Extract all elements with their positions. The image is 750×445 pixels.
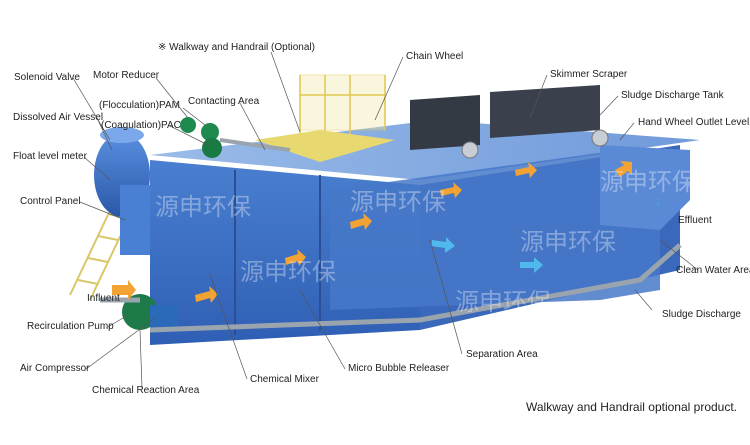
flow-arrow-icon bbox=[112, 280, 136, 300]
watermark-text: 源申环保 bbox=[350, 188, 446, 216]
watermark-text: 源申环保 bbox=[520, 228, 616, 256]
recirculation-pump-icon bbox=[122, 294, 158, 330]
chain-wheel-icon bbox=[591, 129, 609, 147]
flow-arrow-icon bbox=[440, 182, 462, 198]
label-effluent: Effluent bbox=[678, 215, 712, 226]
motor-reducer-icon bbox=[180, 117, 196, 133]
label-separation-area: Separation Area bbox=[466, 349, 538, 360]
chain-wheel-icon bbox=[461, 141, 479, 159]
label-skimmer-scraper: Skimmer Scraper bbox=[550, 69, 628, 80]
label-chemical-reaction-area: Chemical Reaction Area bbox=[92, 385, 200, 396]
skimmer-scraper bbox=[410, 95, 480, 150]
watermark-text: 源申环保 bbox=[240, 258, 336, 286]
label-walkway: ※ Walkway and Handrail (Optional) bbox=[158, 42, 315, 53]
label-sludge-discharge-tank: Sludge Discharge Tank bbox=[621, 90, 724, 101]
water-arrow-icon bbox=[431, 237, 455, 253]
pac-dosing-motor bbox=[202, 138, 222, 158]
label-hand-wheel-outlet-level: Hand Wheel Outlet Level bbox=[638, 117, 750, 128]
walkway-deck bbox=[255, 130, 395, 162]
label-float-level-meter: Float level meter bbox=[13, 151, 87, 162]
watermark-text: 源申环保 bbox=[455, 288, 551, 316]
label-sludge-discharge: Sludge Discharge bbox=[662, 309, 741, 320]
leader-lines bbox=[72, 51, 699, 389]
effluent-arrow-icon: ↓ bbox=[654, 198, 662, 209]
air-compressor bbox=[150, 305, 178, 327]
label-recirculation-pump: Recirculation Pump bbox=[27, 321, 114, 332]
walkway-handrail bbox=[299, 74, 386, 140]
label-coagulation-pac: (Coagulation)PAC bbox=[101, 120, 181, 131]
label-influent: Influent bbox=[87, 293, 120, 304]
label-contacting-area: Contacting Area bbox=[188, 96, 260, 107]
label-chemical-mixer: Chemical Mixer bbox=[250, 374, 319, 385]
label-chain-wheel: Chain Wheel bbox=[406, 51, 464, 62]
flow-arrow-icon bbox=[350, 213, 372, 230]
water-arrows bbox=[431, 237, 543, 273]
watermark-text: 源申环保 bbox=[600, 168, 696, 196]
flow-arrows bbox=[112, 161, 632, 303]
separation-area-body bbox=[330, 150, 660, 310]
tank-top-surface bbox=[150, 120, 700, 180]
label-air-compressor: Air Compressor bbox=[20, 363, 90, 374]
flow-arrow-icon bbox=[285, 249, 306, 266]
flow-arrow-icon bbox=[615, 161, 632, 177]
label-flocculation-pam: (Flocculation)PAM bbox=[99, 100, 180, 111]
footnote: Walkway and Handrail optional product. bbox=[526, 400, 738, 414]
label-dissolved-air-vessel: Dissolved Air Vessel bbox=[13, 112, 104, 123]
pipe bbox=[219, 138, 291, 152]
label-clean-water-area: Clean Water Area bbox=[676, 265, 750, 276]
water-arrow-icon bbox=[520, 257, 543, 273]
watermark-text: 源申环保 bbox=[155, 193, 251, 221]
label-motor-reducer: Motor Reducer bbox=[93, 70, 160, 81]
label-control-panel: Control Panel bbox=[20, 196, 81, 207]
pam-dosing-motor bbox=[201, 123, 219, 141]
skimmer-scraper bbox=[490, 85, 600, 138]
flow-arrow-icon bbox=[195, 286, 218, 303]
recirculation-pipe bbox=[149, 243, 682, 333]
flow-arrow-icon bbox=[515, 162, 537, 178]
label-micro-bubble-releaser: Micro Bubble Releaser bbox=[348, 363, 450, 374]
label-solenoid-valve: Solenoid Valve bbox=[14, 72, 80, 83]
dissolved-air-vessel-top bbox=[100, 127, 144, 143]
